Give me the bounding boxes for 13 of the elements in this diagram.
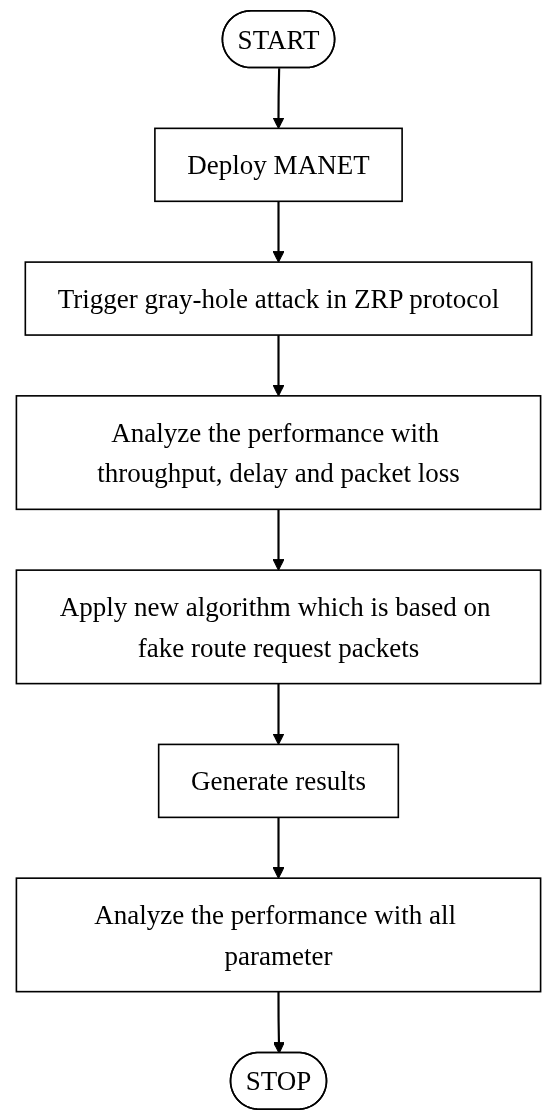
arrow — [273, 991, 285, 1054]
node-box: Analyze the performance with all parameter — [15, 877, 542, 993]
node-box: Generate results — [157, 743, 400, 819]
node-box: Analyze the performance with throughput, delay and packet loss — [15, 395, 542, 511]
arrow — [272, 335, 285, 397]
node-box: Deploy MANET — [154, 127, 403, 203]
arrow — [272, 509, 285, 571]
arrow — [272, 68, 285, 129]
arrow — [272, 201, 285, 263]
arrow — [272, 683, 285, 745]
arrow — [272, 817, 285, 879]
node-box: Trigger gray-hole attack in ZRP protocol — [24, 261, 533, 336]
node-box: Apply new algorithm which is based on fake route request packets — [15, 569, 542, 685]
